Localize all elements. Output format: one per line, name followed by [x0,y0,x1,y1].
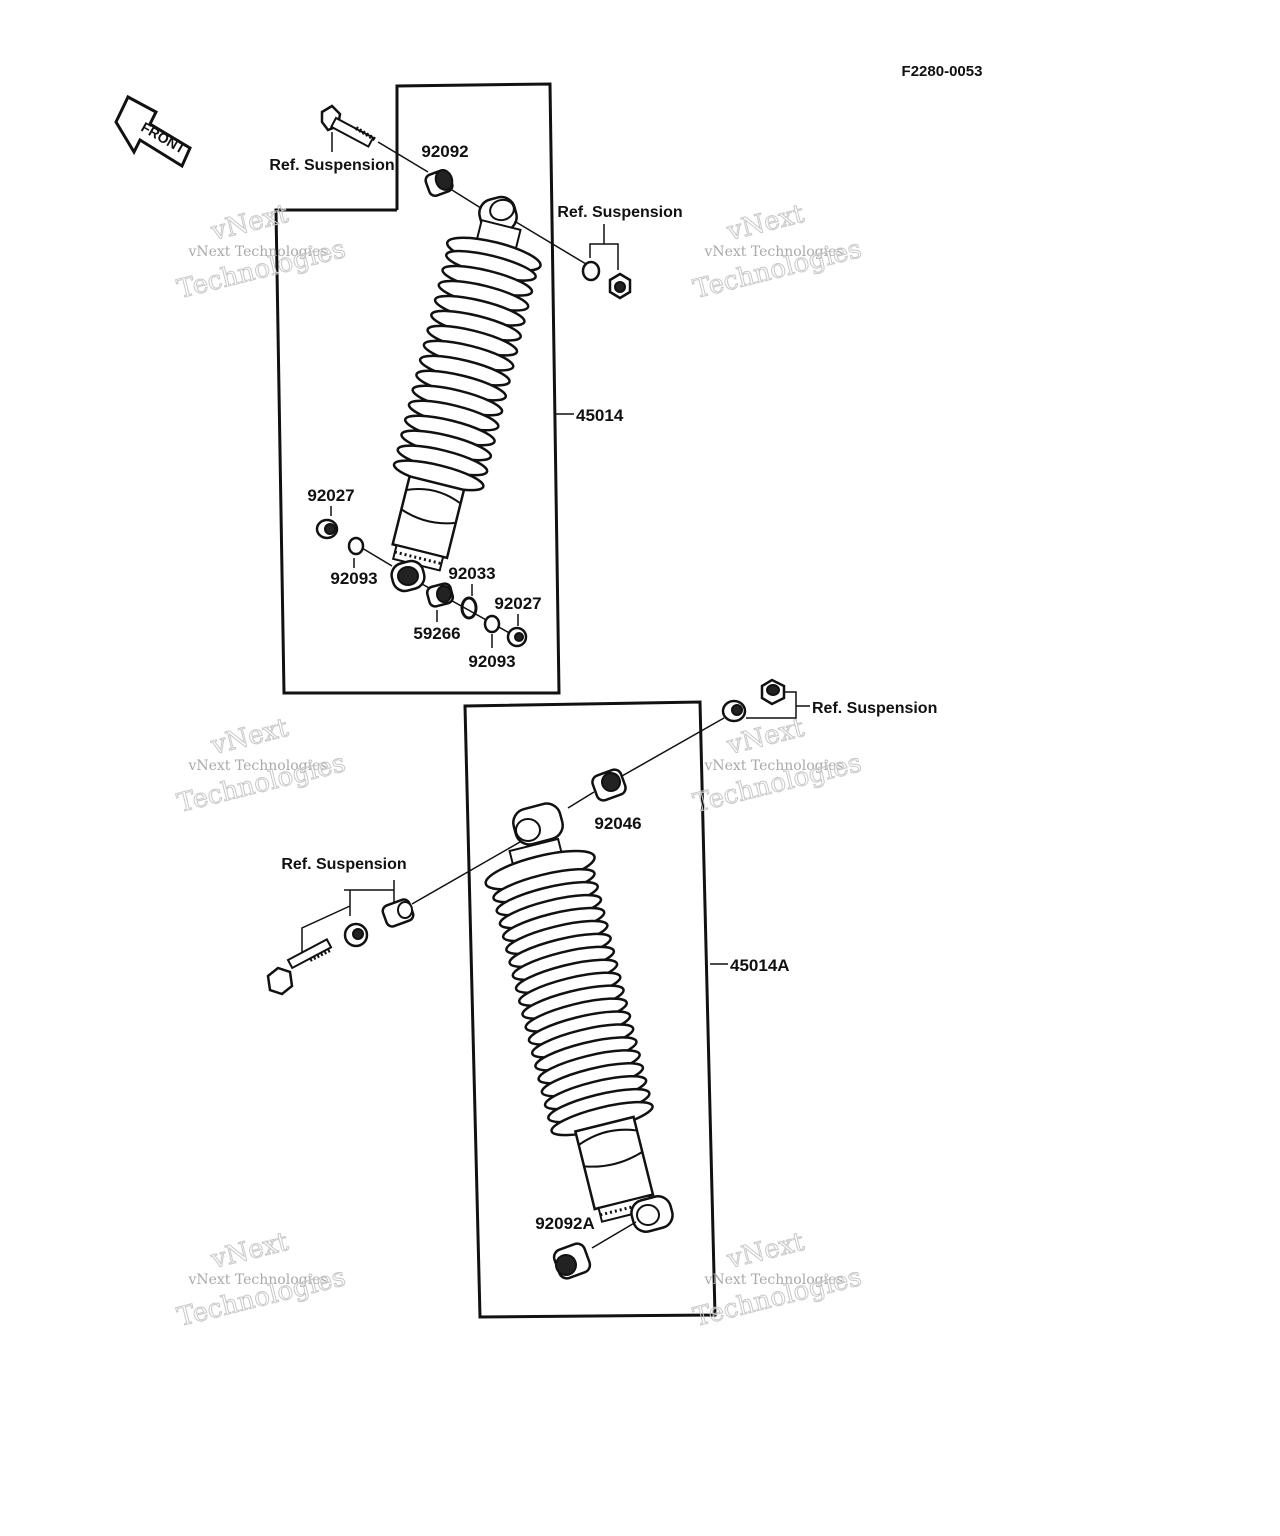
lower-shock-absorber-icon [484,837,655,1223]
upper-shock-bottom-eye-icon [390,559,426,593]
lower-assembly: Ref. Suspension 92046 45014A [266,678,937,1319]
upper-shock-absorber-icon [391,218,542,572]
lower-ref-washer-icon [343,922,369,948]
lower-collar-label: 92046 [594,814,641,833]
upper-ref-washer-icon [581,260,601,282]
svg-text:vNext Technologies: vNext Technologies [187,758,327,774]
upper-top-collar-icon [424,168,454,198]
watermark-6: vNext vNext Technologies Technologies [690,1226,865,1333]
upper-top-collar-label: 92092 [421,142,468,161]
svg-text:vNext: vNext [207,1227,291,1275]
upper-washer-right-label: 92093 [468,652,515,671]
upper-bushing-icon [425,582,455,608]
upper-bushing-label: 59266 [413,624,460,643]
upper-seal-left-label: 92027 [307,486,354,505]
watermark-2: vNext vNext Technologies Technologies [690,198,865,305]
upper-bolt-icon [320,104,378,148]
watermark-4: vNext vNext Technologies Technologies [690,712,865,819]
upper-eye-axis-line [515,221,587,265]
figure-code: F2280-0053 [902,63,983,80]
upper-bolt-axis-line [377,141,429,173]
lower-bottom-collar-icon [552,1242,592,1280]
lower-collar-icon [591,768,627,802]
lower-shock-label: 45014A [730,956,790,975]
lower-ref-bracket-left [301,905,351,962]
svg-text:vNext Technologies: vNext Technologies [187,1272,327,1288]
lower-collar-axis-line [567,791,595,809]
upper-seal-left-icon [315,518,339,540]
upper-ring-label: 92033 [448,564,495,583]
svg-text:vNext: vNext [723,1227,807,1275]
upper-assembly-frame [274,82,561,695]
lower-ref-washer-top-icon [721,699,747,723]
lower-ref-bolt-icon [266,937,333,996]
svg-text:vNext Technologies: vNext Technologies [703,758,843,774]
svg-text:vNext Technologies: vNext Technologies [703,244,843,260]
watermark-1: vNext vNext Technologies Technologies [174,198,349,305]
upper-assembly: Ref. Suspension 92092 Ref. Suspension [269,82,683,695]
lower-bottom-axis-line [591,1221,637,1249]
svg-text:vNext: vNext [723,199,807,247]
upper-seal-right-icon [506,626,528,648]
lower-shock-top-eye-icon [512,802,564,846]
watermark-3: vNext vNext Technologies Technologies [174,712,349,819]
upper-collar-axis-line [451,189,485,211]
upper-washer-left-icon [347,536,365,556]
lower-bottom-collar-label: 92092A [535,1214,595,1233]
upper-shock-label: 45014 [576,406,624,425]
upper-ref-bolt-label: Ref. Suspension [269,157,394,174]
upper-ref-nut-bracket-right [604,243,619,270]
upper-ref-nut-bracket-left [589,224,605,258]
svg-text:vNext: vNext [207,713,291,761]
upper-washer-left-label: 92093 [330,569,377,588]
upper-ref-nut-icon [608,272,632,300]
upper-seal-right-label: 92027 [494,594,541,613]
lower-ref-bolt-label: Ref. Suspension [281,856,406,873]
lower-left-axis-line [411,841,521,905]
svg-text:vNext: vNext [207,199,291,247]
upper-ring-icon [460,596,478,620]
svg-text:vNext Technologies: vNext Technologies [187,244,327,260]
lower-shock-bottom-eye-icon [630,1195,674,1233]
svg-text:vNext Technologies: vNext Technologies [703,1272,843,1288]
lower-top-axis-line [621,717,725,777]
upper-ref-nut-label: Ref. Suspension [557,204,682,221]
lower-ref-nut-top-icon [760,678,786,706]
upper-lower-axis-left [361,547,393,567]
watermark-5: vNext vNext Technologies Technologies [174,1226,349,1333]
lower-assembly-frame [463,700,717,1319]
upper-washer-right-icon [483,614,501,634]
lower-ref-spacer-icon [381,898,415,928]
front-arrow-icon: FRONT [114,94,192,169]
watermarks: vNext vNext Technologies Technologies vN… [174,198,865,1333]
lower-ref-nut-label: Ref. Suspension [812,700,937,717]
lower-ref-nut-bracket [746,691,797,719]
